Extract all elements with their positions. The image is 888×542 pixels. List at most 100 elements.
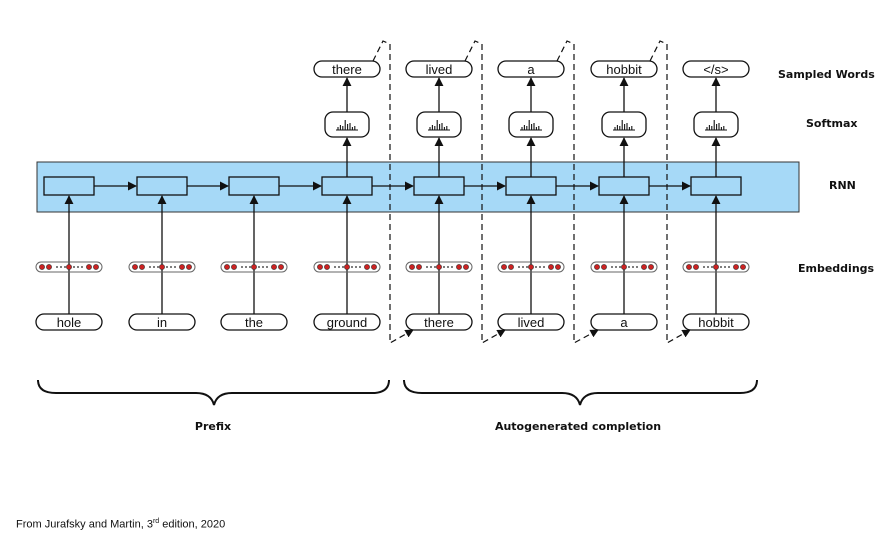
embedding-dot bbox=[231, 264, 237, 270]
input-word-3-text: ground bbox=[327, 315, 367, 330]
histogram-icon bbox=[520, 120, 542, 131]
embedding-dot bbox=[416, 264, 422, 270]
completion-brace bbox=[403, 379, 758, 406]
softmax-box-0 bbox=[324, 111, 370, 138]
prefix-label: Prefix bbox=[195, 420, 231, 433]
embedding-dot bbox=[522, 266, 524, 268]
row-label-sampled-words: Sampled Words bbox=[778, 68, 875, 81]
embedding-dot bbox=[619, 266, 621, 268]
embedding-dot bbox=[81, 266, 83, 268]
embedding-dot bbox=[170, 266, 172, 268]
embedding-dot bbox=[271, 264, 277, 270]
embedding-dot bbox=[224, 264, 230, 270]
rnn-cell-0 bbox=[43, 176, 95, 196]
embedding-dot bbox=[338, 266, 340, 268]
histogram-icon bbox=[428, 120, 450, 131]
softmax-box-4 bbox=[693, 111, 739, 138]
completion-label: Autogenerated completion bbox=[495, 420, 661, 433]
citation-edition: edition, 2020 bbox=[159, 518, 226, 531]
embedding-box-3 bbox=[313, 261, 381, 273]
embedding-dot bbox=[334, 266, 336, 268]
rnn-cell-7 bbox=[690, 176, 742, 196]
embedding-dot bbox=[278, 264, 284, 270]
embedding-dot bbox=[632, 266, 634, 268]
input-word-4-text: there bbox=[424, 315, 454, 330]
embedding-dot bbox=[174, 266, 176, 268]
embedding-dot bbox=[430, 266, 432, 268]
embedding-dot bbox=[711, 266, 713, 268]
embedding-1 bbox=[128, 261, 196, 273]
embedding-dot bbox=[157, 266, 159, 268]
embedding-dot bbox=[159, 264, 165, 270]
embedding-dot bbox=[351, 266, 353, 268]
embedding-dot bbox=[703, 266, 705, 268]
embedding-dot bbox=[251, 264, 257, 270]
embedding-dot bbox=[93, 264, 99, 270]
citation: From Jurafsky and Martin, 3rd edition, 2… bbox=[16, 518, 225, 531]
feedback-path-2 bbox=[556, 40, 599, 345]
embedding-dot bbox=[77, 266, 79, 268]
embedding-dot bbox=[518, 266, 520, 268]
embedding-dot bbox=[641, 264, 647, 270]
embedding-dot bbox=[166, 266, 168, 268]
prefix-brace bbox=[37, 379, 390, 406]
embedding-7 bbox=[682, 261, 750, 273]
embedding-dot bbox=[463, 264, 469, 270]
embedding-dot bbox=[456, 264, 462, 270]
embedding-dot bbox=[508, 264, 514, 270]
embedding-dot bbox=[64, 266, 66, 268]
rnn-cell-2 bbox=[228, 176, 280, 196]
sampled-word-1-text: lived bbox=[426, 62, 453, 77]
embedding-dot bbox=[526, 266, 528, 268]
embedding-dot bbox=[434, 266, 436, 268]
embedding-dot bbox=[324, 264, 330, 270]
feedback-path-3 bbox=[649, 40, 691, 345]
embedding-dot bbox=[733, 264, 739, 270]
sampled-word-0-text: there bbox=[332, 62, 362, 77]
embedding-dot bbox=[179, 264, 185, 270]
embedding-dot bbox=[249, 266, 251, 268]
sampled-word-3 bbox=[590, 60, 658, 78]
embedding-dot bbox=[451, 266, 453, 268]
embedding-dot bbox=[728, 266, 730, 268]
sampled-word-4 bbox=[682, 60, 750, 78]
feedback-path-0 bbox=[372, 40, 414, 345]
embedding-dot bbox=[615, 266, 617, 268]
input-word-5-text: lived bbox=[518, 315, 545, 330]
input-word-7-text: hobbit bbox=[698, 315, 734, 330]
embedding-2 bbox=[220, 261, 288, 273]
sampled-word-1 bbox=[405, 60, 473, 78]
embedding-dot bbox=[539, 266, 541, 268]
embedding-dot bbox=[371, 264, 377, 270]
row-label-rnn: RNN bbox=[829, 179, 856, 192]
sampled-word-2-text: a bbox=[527, 62, 535, 77]
embedding-dot bbox=[86, 264, 92, 270]
embedding-dot bbox=[555, 264, 561, 270]
embedding-dot bbox=[66, 264, 72, 270]
embedding-dot bbox=[56, 266, 58, 268]
embedding-dot bbox=[628, 266, 630, 268]
embedding-dot bbox=[355, 266, 357, 268]
embedding-5 bbox=[497, 261, 565, 273]
embedding-dot bbox=[648, 264, 654, 270]
embedding-box-7 bbox=[682, 261, 750, 273]
embedding-dot bbox=[139, 264, 145, 270]
embedding-dot bbox=[447, 266, 449, 268]
input-word-2-text: the bbox=[245, 315, 263, 330]
embedding-dot bbox=[601, 264, 607, 270]
embedding-dot bbox=[153, 266, 155, 268]
feedback-path-1 bbox=[464, 40, 506, 345]
embedding-dot bbox=[149, 266, 151, 268]
histogram-icon bbox=[613, 120, 635, 131]
embedding-dot bbox=[535, 266, 537, 268]
embedding-dot bbox=[543, 266, 545, 268]
embedding-dot bbox=[443, 266, 445, 268]
rnn-cell-3 bbox=[321, 176, 373, 196]
embedding-box-1 bbox=[128, 261, 196, 273]
input-word-1-text: in bbox=[157, 315, 167, 330]
embedding-3 bbox=[313, 261, 381, 273]
embedding-dot bbox=[501, 264, 507, 270]
embedding-box-0 bbox=[35, 261, 103, 273]
embedding-dot bbox=[60, 266, 62, 268]
